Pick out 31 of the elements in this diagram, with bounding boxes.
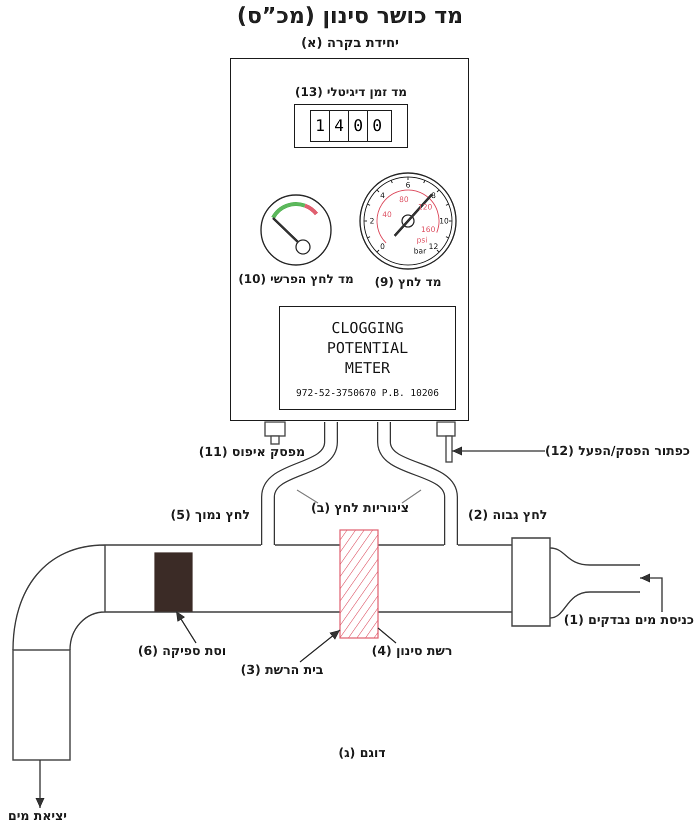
part-label: לחץ נמוך (5) xyxy=(170,507,250,522)
filter-mesh xyxy=(339,529,379,639)
flow-regulator xyxy=(154,552,193,612)
callout-label: יציאת מים xyxy=(8,808,67,823)
callout-label: וסת ספיקה (6) xyxy=(138,643,226,658)
nameplate-title: CLOGGING POTENTIAL METER xyxy=(326,318,410,378)
part-label: מפסק איפוס (11) xyxy=(198,444,305,459)
diagram-title: מד כושר סינון (מכ”ס) xyxy=(236,4,464,29)
arrow xyxy=(175,610,197,644)
gauge-label: מד לחץ הפרשי (10) xyxy=(238,272,354,286)
arrow xyxy=(36,760,44,808)
part-label: לחץ גבוה (2) xyxy=(468,507,548,522)
callout-label: בית הרשת (3) xyxy=(240,662,324,677)
part-label: דוגם (ג) xyxy=(338,745,386,760)
callout-label: כפתור הפסק/הפעל (12) xyxy=(545,443,690,458)
arrow xyxy=(300,630,340,662)
meter-label: מד זמן דיגיטלי (13) xyxy=(295,85,407,99)
callout-label: רשת סינון (4) xyxy=(372,643,452,658)
unit-heading: יחידת בקרה (א) xyxy=(301,36,399,51)
leader-line xyxy=(296,489,318,504)
reset-switch xyxy=(264,421,286,445)
callout-label: צינוריות לחץ (ב) xyxy=(311,500,409,515)
gauge-label: מד לחץ (9) xyxy=(374,275,442,289)
leader-line xyxy=(378,628,396,644)
phone-number: 972-52-3750670 P.B. 10206 xyxy=(296,388,439,398)
callout-label: כניסת מים נבדקים (1) xyxy=(564,612,694,627)
outlet-pipe xyxy=(12,649,71,761)
leader-line xyxy=(402,489,422,504)
arrow xyxy=(452,446,545,456)
arrow xyxy=(640,574,663,612)
nameplate xyxy=(279,306,456,410)
